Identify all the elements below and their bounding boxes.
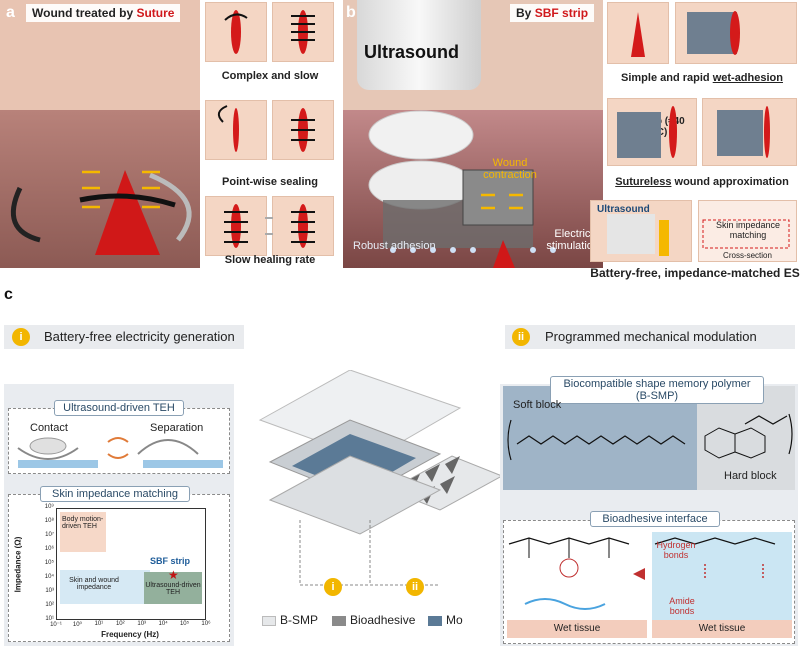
caption-sutureless-suffix: wound approximation bbox=[671, 176, 789, 188]
panel-b-title: By SBF strip bbox=[510, 4, 595, 22]
impedance-y-tick: 10⁸ bbox=[44, 518, 54, 524]
panel-a-letter: a bbox=[6, 4, 15, 21]
panel-b-title-prefix: By bbox=[516, 6, 535, 20]
impedance-y-tick: 10⁹ bbox=[44, 504, 54, 510]
amide-bonds-label: Amide bonds bbox=[669, 596, 695, 616]
impedance-body-motion-region bbox=[60, 512, 106, 552]
caption-simple-rapid: Simple and rapid wet-adhesion bbox=[607, 72, 797, 84]
legend-bsmp-label: B-SMP bbox=[280, 613, 319, 627]
impedance-x-tick: 10² bbox=[115, 621, 125, 627]
teh-separation-label: Separation bbox=[150, 422, 204, 434]
panel-b-letter: b bbox=[346, 4, 356, 21]
section-ii-badge: ii bbox=[512, 328, 530, 346]
impedance-box-title: Skin impedance matching bbox=[40, 486, 190, 502]
teh-box-title: Ultrasound-driven TEH bbox=[54, 400, 184, 416]
panel-b-device-illustration bbox=[368, 110, 556, 268]
legend-bioadhesive-swatch bbox=[332, 616, 346, 626]
ultrasound-label: Ultrasound bbox=[364, 42, 460, 62]
panel-a-title-prefix: Wound treated by bbox=[32, 6, 137, 20]
device-exploded-view bbox=[258, 370, 504, 586]
panel-a-scene bbox=[0, 0, 200, 268]
impedance-ylabel: Impedance (Ω) bbox=[13, 536, 23, 593]
bioadhesive-chemical-structure bbox=[508, 537, 776, 610]
cross-section-label: Cross-section bbox=[723, 251, 772, 260]
impedance-y-tick: 10³ bbox=[45, 588, 54, 594]
sbf-tiles-drawings bbox=[607, 11, 790, 256]
caption-sutureless: Sutureless wound approximation bbox=[607, 176, 797, 188]
panel-c-letter: c bbox=[4, 286, 13, 303]
impedance-x-tick: 10⁰ bbox=[72, 622, 82, 628]
impedance-x-tick: 10⁵ bbox=[179, 621, 190, 627]
panel-a-title-highlight: Suture bbox=[136, 6, 175, 20]
impedance-y-tick: 10⁵ bbox=[44, 560, 54, 566]
hydrogen-bonds-label: Hydrogen bonds bbox=[656, 540, 696, 560]
section-ii-header: Programmed mechanical modulation bbox=[505, 325, 795, 349]
impedance-x-tick: 10⁶ bbox=[201, 621, 211, 627]
impedance-y-tick: 10² bbox=[45, 602, 54, 608]
legend-mo-swatch bbox=[428, 616, 442, 626]
skin-impedance-matching-small: Skin impedance matching bbox=[715, 220, 781, 240]
impedance-x-tick: 10⁻¹ bbox=[50, 622, 62, 628]
caption-point-wise: Point-wise sealing bbox=[222, 176, 318, 188]
wet-tissue-right-label: Wet tissue bbox=[698, 623, 746, 634]
wet-tissue-right bbox=[652, 620, 792, 638]
panel-b-scene bbox=[343, 0, 603, 268]
impedance-x-tick: 10⁴ bbox=[158, 621, 168, 627]
ultrasound-small-label: Ultrasound bbox=[597, 204, 650, 215]
caption-sutureless-underlined: Sutureless bbox=[615, 176, 672, 188]
legend-mo-label: Mo bbox=[446, 613, 463, 627]
caption-battery-free-es: Battery-free, impedance-matched ES bbox=[590, 266, 800, 280]
caption-complex-slow: Complex and slow bbox=[221, 70, 319, 82]
teh-illustration bbox=[17, 437, 223, 468]
section-ii-title: Programmed mechanical modulation bbox=[545, 329, 757, 344]
wound-contraction-label: Wound contraction bbox=[483, 157, 537, 181]
panel-a-title: Wound treated by Suture bbox=[26, 4, 181, 22]
bsmp-soft-block-label: Soft block bbox=[513, 399, 562, 411]
wet-tissue-left-label: Wet tissue bbox=[553, 623, 601, 634]
impedance-skin-wound-label: Skin and wound impedance bbox=[69, 577, 119, 591]
sbf-strip-star-icon: ★ bbox=[168, 568, 179, 582]
caption-simple-rapid-prefix: Simple and rapid bbox=[621, 72, 713, 84]
electrical-stimulation-label: Electrical stimulation bbox=[546, 228, 599, 252]
impedance-skin-wound-region bbox=[60, 570, 150, 604]
impedance-xlabel: Frequency (Hz) bbox=[101, 630, 159, 639]
impedance-y-tick: 10⁴ bbox=[44, 574, 54, 580]
bioadhesive-right-region bbox=[652, 532, 792, 622]
impedance-ultrasound-teh-region bbox=[144, 572, 202, 604]
impedance-x-tick: 10¹ bbox=[94, 621, 104, 627]
wet-tissue-left bbox=[507, 620, 647, 638]
robust-adhesion-label: Robust adhesion bbox=[353, 240, 436, 252]
device-marker-ii: ii bbox=[406, 578, 424, 596]
bsmp-chemical-structure bbox=[507, 413, 793, 461]
impedance-body-motion-label: Body motion-driven TEH bbox=[62, 516, 104, 530]
ultrasound-probe bbox=[357, 0, 481, 90]
impedance-ultrasound-teh-label: Ultrasound-driven TEH bbox=[145, 582, 201, 596]
sbf-tile-6 bbox=[698, 200, 797, 262]
bsmp-box-title: Biocompatible shape memory polymer (B-SM… bbox=[550, 376, 764, 404]
legend-bioadhesive-label: Bioadhesive bbox=[350, 613, 416, 627]
teh-contact-label: Contact bbox=[30, 422, 68, 434]
section-i-header: Battery-free electricity generation bbox=[4, 325, 244, 349]
impedance-y-tick: 10¹ bbox=[45, 616, 54, 622]
section-i-title: Battery-free electricity generation bbox=[44, 329, 235, 344]
panel-a-wound-illustration bbox=[10, 170, 192, 255]
section-i-badge: i bbox=[12, 328, 30, 346]
sbf-strip-label: SBF strip bbox=[150, 556, 191, 566]
legend-bsmp-swatch bbox=[262, 616, 276, 626]
caption-wet-adhesion: wet-adhesion bbox=[712, 72, 783, 84]
bioadhesive-box-title: Bioadhesive interface bbox=[590, 511, 720, 527]
device-marker-i: i bbox=[324, 578, 342, 596]
bsmp-hard-block-label: Hard block bbox=[724, 470, 777, 482]
impedance-y-tick: 10⁷ bbox=[45, 532, 54, 538]
impedance-y-tick: 10⁶ bbox=[44, 546, 54, 552]
suture-tiles-drawings bbox=[217, 10, 315, 248]
caption-slow-healing: Slow healing rate bbox=[224, 254, 316, 266]
panel-b-title-highlight: SBF strip bbox=[534, 6, 589, 20]
impedance-x-tick: 10³ bbox=[137, 621, 147, 627]
